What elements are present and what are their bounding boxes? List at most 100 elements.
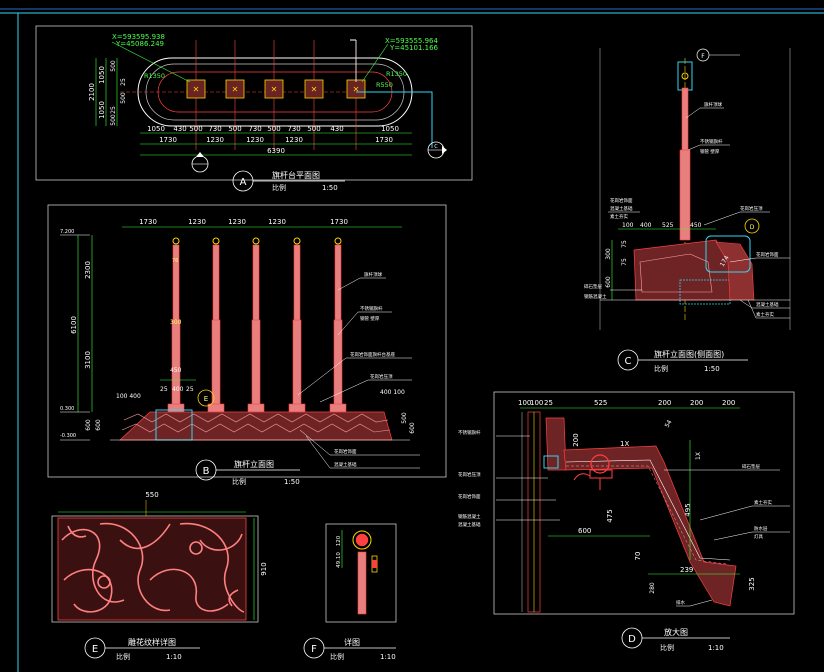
svg-text:200: 200 [572,433,580,446]
elev-base-dims: 100 400 400 100 500 600 [116,389,416,434]
svg-text:6100: 6100 [70,316,78,334]
pattern-height: 910 [260,562,268,575]
svg-text:100 400: 100 400 [116,393,141,400]
svg-text:7.200: 7.200 [60,229,74,235]
section-mark-left[interactable]: 1 [191,152,209,173]
svg-text:放大图: 放大图 [664,627,688,637]
panel-d-frame [493,391,795,615]
panel-f-detail[interactable]: 120 49.10 F 详图 比例 1:10 [303,523,397,661]
svg-text:100: 100 [622,222,634,229]
svg-text:花岗岩饰面: 花岗岩饰面 [458,493,481,500]
svg-text:300: 300 [605,248,612,260]
svg-text:525: 525 [662,222,674,229]
detail-notes: 不锈钢旗杆 花岗岩压顶 花岗岩饰面 钢筋混凝土 混凝土基础 碎石垫层 素土夯实 … [458,429,790,607]
svg-text:2300: 2300 [84,261,92,279]
side-callout-d[interactable]: D [744,218,760,234]
panel-a-plan[interactable]: ✕ ✕ ✕ ✕ ✕ X=593595.938 Y=45086.249 X=593… [35,25,473,192]
panel-b-elevation[interactable]: 1730 1230 1230 1230 1730 7.200 0.300 -0.… [47,204,447,486]
svg-text:730: 730 [248,125,261,133]
panel-c-side-section[interactable]: F D 100 400 525 450 300 600 75 75 174 [584,48,791,373]
svg-text:1:10: 1:10 [166,653,182,661]
svg-text:1:10: 1:10 [380,653,396,661]
svg-text:239: 239 [680,566,693,574]
side-base [633,239,733,301]
svg-text:旗杆立面图(侧面图): 旗杆立面图(侧面图) [654,349,724,359]
svg-text:1:50: 1:50 [322,184,338,192]
svg-text:120: 120 [336,535,342,546]
svg-text:54: 54 [664,419,674,429]
svg-text:碎石垫层: 碎石垫层 [584,283,602,290]
svg-text:D: D [750,224,755,231]
svg-text:1730: 1730 [159,136,177,144]
svg-text:✕: ✕ [311,85,318,94]
svg-text:✕: ✕ [193,85,200,94]
detail-light-fixture [573,454,613,490]
svg-text:76: 76 [172,258,178,264]
svg-text:混凝土基础: 混凝土基础 [334,461,357,468]
svg-text:F: F [311,644,317,655]
svg-text:3100: 3100 [84,351,92,369]
svg-text:100: 100 [518,399,531,407]
svg-text:500: 500 [307,125,320,133]
plan-drain-line [356,91,433,148]
svg-text:F: F [701,53,705,60]
side-mark-f[interactable]: F [696,48,740,62]
svg-text:450: 450 [170,367,182,374]
svg-text:比例: 比例 [116,652,130,661]
panel-e-frame [51,515,259,623]
svg-text:E: E [92,644,98,655]
svg-text:A: A [240,177,247,188]
svg-text:1730: 1730 [375,136,393,144]
svg-text:素土夯实: 素土夯实 [610,213,628,220]
svg-text:灯具: 灯具 [754,533,763,540]
svg-text:200: 200 [690,399,703,407]
svg-text:600: 600 [605,276,612,288]
svg-text:600: 600 [409,422,416,434]
svg-text:1050: 1050 [147,125,165,133]
plan-dims-left: 2100 1050 1050 500 25 500 25 500 [88,58,127,126]
panel-e-pattern[interactable]: 550 910 E 雕花纹样详图 比例 1:10 [51,491,268,661]
radius2-label: R550 [376,81,393,89]
svg-text:-0.300: -0.300 [60,433,76,439]
svg-text:X=593595.938: X=593595.938 [112,33,165,41]
svg-text:C: C [625,356,632,367]
svg-text:1:50: 1:50 [704,365,720,373]
section-mark-right[interactable]: C [427,141,447,159]
svg-text:✕: ✕ [232,85,239,94]
svg-text:400: 400 [640,222,652,229]
svg-text:325: 325 [748,577,756,590]
svg-text:旗杆台平面图: 旗杆台平面图 [272,170,320,180]
svg-text:1050: 1050 [98,66,106,84]
svg-text:1230: 1230 [228,218,246,226]
svg-text:素土夯实: 素土夯实 [756,311,774,318]
finial-ball [352,530,372,550]
svg-text:X=593555.964: X=593555.964 [385,37,439,45]
svg-text:500: 500 [110,114,117,126]
svg-text:1230: 1230 [268,218,286,226]
plan-dims-top: 1050 430 500 730 500 730 500 730 500 430… [140,125,412,134]
svg-text:475: 475 [606,509,614,522]
svg-text:排水: 排水 [676,599,685,606]
radius-label-right: R1350 [386,70,407,78]
svg-text:比例: 比例 [272,183,286,192]
svg-text:不锈钢旗杆: 不锈钢旗杆 [700,138,723,145]
svg-text:730: 730 [287,125,300,133]
svg-text:525: 525 [594,399,607,407]
panel-d-detail[interactable]: 100 100 25 525 200 200 200 200 1X [458,391,795,652]
panel-a-title: A 旗杆台平面图 比例 1:50 [232,170,345,192]
svg-text:防水层: 防水层 [754,525,768,532]
svg-text:400 100: 400 100 [380,389,405,396]
svg-text:✕: ✕ [271,85,278,94]
svg-text:1230: 1230 [246,136,264,144]
svg-text:D: D [628,634,636,645]
panel-b-title: B 旗杆立面图 比例 1:50 [195,459,300,486]
svg-text:6390: 6390 [267,147,285,155]
detail-dims-top: 100 100 25 525 200 200 200 [518,399,740,409]
elev-poles [167,237,347,413]
svg-text:1230: 1230 [285,136,303,144]
svg-text:430: 430 [173,125,186,133]
elev-callout-e[interactable]: E [197,389,215,407]
svg-text:花岗岩压顶: 花岗岩压顶 [740,205,763,212]
svg-text:碎石垫层: 碎石垫层 [742,463,760,470]
